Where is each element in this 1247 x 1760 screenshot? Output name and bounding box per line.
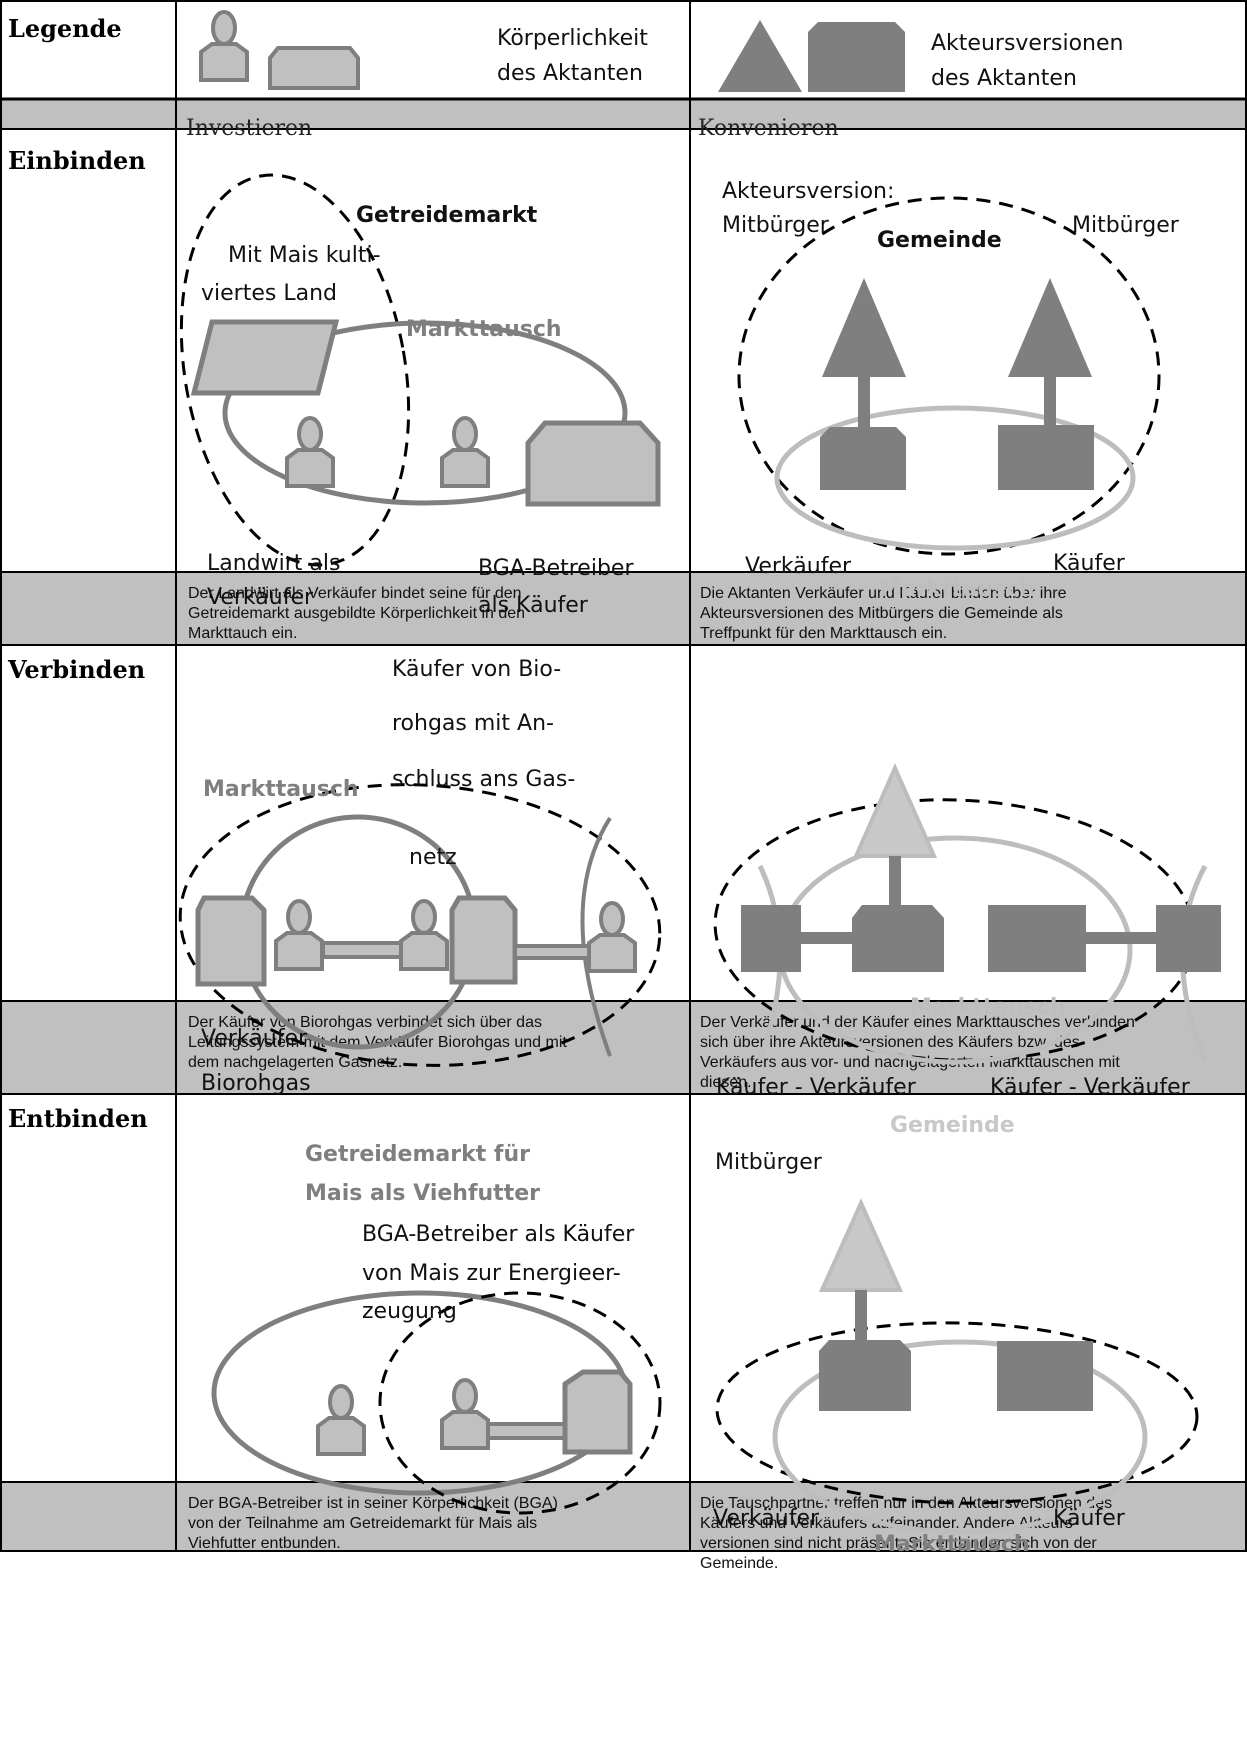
label-land-2: viertes Land	[201, 281, 337, 306]
label-landwirt-2: Verkäufer	[207, 585, 314, 610]
label-verkaeufer-bio-1: Verkäufer	[201, 1026, 308, 1051]
label-getreidemarkt: Getreidemarkt	[356, 203, 538, 228]
verbinden-investieren-figure	[178, 783, 662, 1067]
entbinden-konvenieren-figure	[715, 1198, 1199, 1535]
legend-title: Legende	[8, 14, 122, 43]
column-header-band	[1, 100, 1246, 128]
label-getreidemarkt-vieh-1: Getreidemarkt für	[305, 1142, 530, 1167]
caption-verbinden-left: Der Käufer von Biorohgas verbindet sich …	[188, 1014, 567, 1071]
label-landwirt-1: Landwirt als	[207, 551, 340, 576]
row-title-verbinden: Verbinden	[8, 655, 146, 684]
caption-entbinden-left: Der BGA-Betreiber ist in seiner Körperli…	[188, 1495, 558, 1552]
column-header-investieren: Investieren	[186, 116, 313, 141]
label-verkaeufer-entbinden: Verkäufer	[713, 1506, 820, 1531]
white-tail	[1, 1552, 1246, 1760]
label-bga-2: als Käufer	[478, 593, 589, 618]
label-markttausch-verbinden-left: Markttausch	[203, 777, 359, 802]
label-kaeufer-bio-2: rohgas mit An-	[392, 711, 554, 736]
label-mitbuerger-right: Mitbürger	[1072, 213, 1180, 238]
legend-akteur-label-1: Akteursversionen	[931, 31, 1123, 56]
entbinden-investieren-figure	[211, 1290, 662, 1515]
legend-akteur-label-2: des Aktanten	[931, 66, 1077, 91]
label-mitbuerger-entbinden: Mitbürger	[715, 1150, 823, 1175]
label-land-1: Mit Mais kulti-	[228, 243, 381, 268]
label-getreidemarkt-vieh-2: Mais als Viehfutter	[305, 1181, 540, 1206]
label-markttausch-einbinden-left: Markttausch	[406, 317, 562, 342]
label-bga-1: BGA-Betreiber	[478, 556, 634, 581]
label-bga-mais-2: von Mais zur Energieer-	[362, 1261, 621, 1286]
label-kaeufer-entbinden: Käufer	[1053, 1506, 1126, 1531]
caption-band-1	[1, 572, 1246, 645]
row-title-einbinden: Einbinden	[8, 146, 146, 175]
label-kaeufer-bio-4: netz	[409, 845, 457, 870]
caption-einbinden-left: Der Landwirt als Verkäufer bindet seine …	[188, 585, 526, 642]
label-verkaeufer-einbinden: Verkäufer	[745, 554, 852, 579]
label-kv-left: Käufer - Verkäufer	[716, 1075, 917, 1100]
caption-verbinden-right: Der Verkäufer und der Käufer eines Markt…	[700, 1014, 1135, 1091]
label-kv-right: Käufer - Verkäufer	[990, 1075, 1191, 1100]
label-gemeinde-entbinden: Gemeinde	[890, 1113, 1015, 1138]
legend-actor-block	[808, 22, 905, 92]
label-markttausch-entbinden: Markttausch	[874, 1532, 1030, 1557]
legend-koerper-label-1: Körperlichkeit	[497, 26, 648, 51]
legend-body-person	[199, 10, 249, 82]
label-bga-mais-3: zeugung	[362, 1299, 457, 1324]
label-bga-mais-1: BGA-Betreiber als Käufer	[362, 1222, 635, 1247]
label-gemeinde-einbinden: Gemeinde	[877, 228, 1002, 253]
legend-body-block	[268, 46, 360, 90]
verbinden-konvenieren-figure	[713, 763, 1221, 1065]
label-kaeufer-bio-3: schluss ans Gas-	[392, 767, 575, 792]
einbinden-investieren-figure	[179, 173, 661, 567]
legend-koerper-label-2: des Aktanten	[497, 61, 643, 86]
label-akteursversion: Akteursversion:	[722, 179, 894, 204]
label-verkaeufer-bio-2: Biorohgas	[201, 1071, 311, 1096]
legend-actor-triangle	[718, 20, 802, 92]
label-kaeufer-bio-1: Käufer von Bio-	[392, 657, 561, 682]
caption-einbinden-right: Die Aktanten Verkäufer und Käufer binden…	[700, 585, 1067, 642]
label-mitbuerger-left: Mitbürger	[722, 213, 830, 238]
label-markttausch-einbinden-right: Markttausch	[879, 577, 1035, 602]
label-markttausch-verbinden-right: Markttausch	[910, 995, 1066, 1020]
row-title-entbinden: Entbinden	[8, 1104, 148, 1133]
einbinden-konvenieren-figure	[737, 196, 1161, 556]
label-kaeufer-einbinden: Käufer	[1053, 551, 1126, 576]
column-header-konvenieren: Konvenieren	[698, 116, 839, 141]
